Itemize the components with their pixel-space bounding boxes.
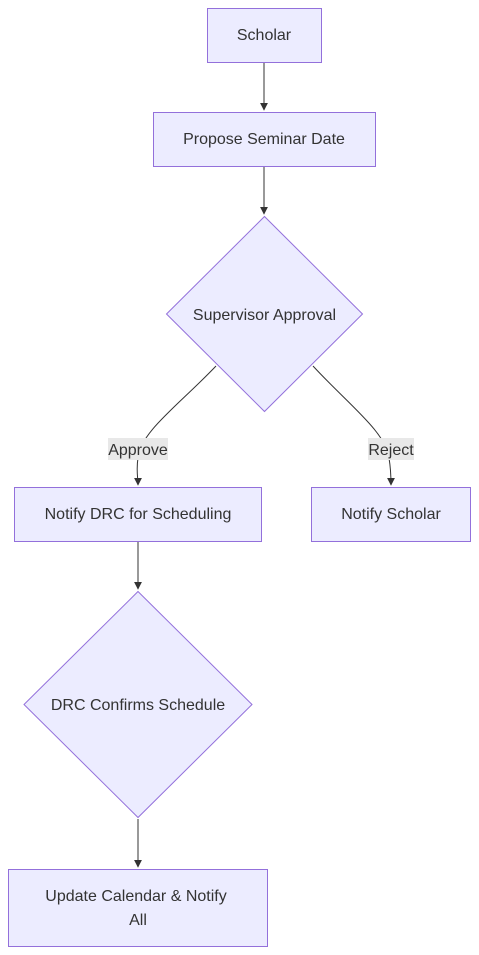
edge-label-approve-text: Approve [108,442,168,459]
node-notify-drc: Notify DRC for Scheduling [14,487,262,542]
edge-supervisor-to-notify-drc [133,365,217,486]
node-notify-drc-label: Notify DRC for Scheduling [45,506,232,523]
node-update-box [8,869,268,947]
node-notify-scholar: Notify Scholar [311,487,471,542]
node-notify-scholar-label: Notify Scholar [341,506,441,523]
node-scholar-box [207,8,322,63]
node-update-label-line2: All [129,912,147,929]
node-drc-confirms-schedule: DRC Confirms Schedule [23,590,253,819]
edge-label-reject-bg [368,438,414,460]
edge-supervisor-to-notify-scholar [312,365,395,486]
node-supervisor-diamond [165,215,364,413]
node-supervisor-approval: Supervisor Approval [165,215,364,413]
node-update-label-line1: Update Calendar & Notify [45,888,226,905]
node-propose-label: Propose Seminar Date [183,131,345,148]
node-scholar-label: Scholar [237,27,292,44]
edge-label-approve-bg [108,438,168,460]
node-notify-drc-box [14,487,262,542]
node-drc-confirms-diamond [23,590,253,819]
node-propose-seminar-date: Propose Seminar Date [153,112,376,167]
edge-label-approve: Approve [108,438,168,460]
node-scholar: Scholar [207,8,322,63]
node-notify-scholar-box [311,487,471,542]
edge-label-reject-text: Reject [368,442,414,459]
node-supervisor-label: Supervisor Approval [193,307,336,324]
node-drc-confirms-label: DRC Confirms Schedule [51,697,225,714]
node-update-calendar: Update Calendar & Notify All [8,869,268,947]
node-propose-box [153,112,376,167]
edge-label-reject: Reject [368,438,414,460]
